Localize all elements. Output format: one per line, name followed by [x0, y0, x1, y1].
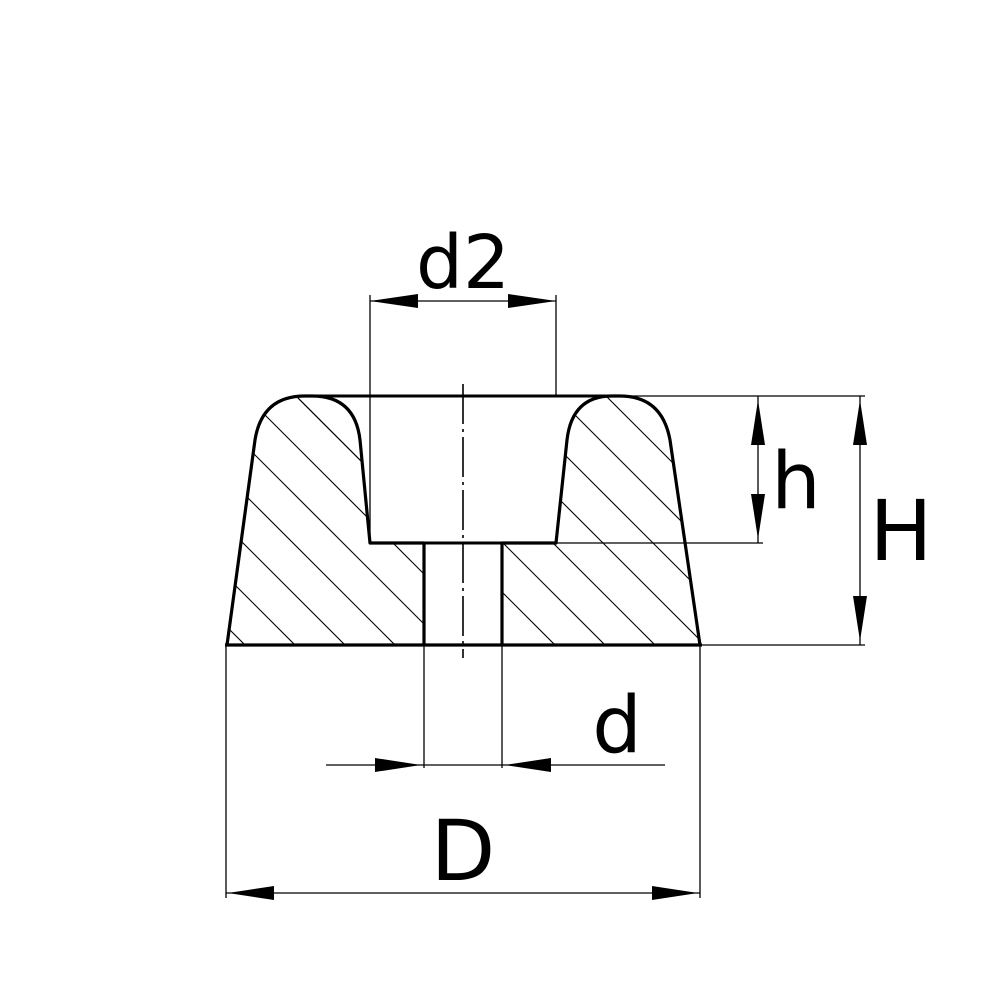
dimension-h [556, 395, 865, 544]
dimension-label-h: h [771, 437, 820, 527]
section-hatch-right [502, 396, 700, 645]
section-outline-right [500, 394, 702, 646]
dimension-label-H: H [869, 482, 932, 580]
dimension-label-d2: d2 [416, 220, 510, 306]
dimension-d2 [369, 294, 557, 543]
dimension-H [700, 396, 867, 646]
dimension-D [225, 645, 701, 900]
dimension-label-d: d [592, 681, 642, 771]
dimension-d [326, 645, 665, 772]
section-outline-left [225, 394, 426, 646]
dimension-label-D: D [431, 802, 496, 900]
